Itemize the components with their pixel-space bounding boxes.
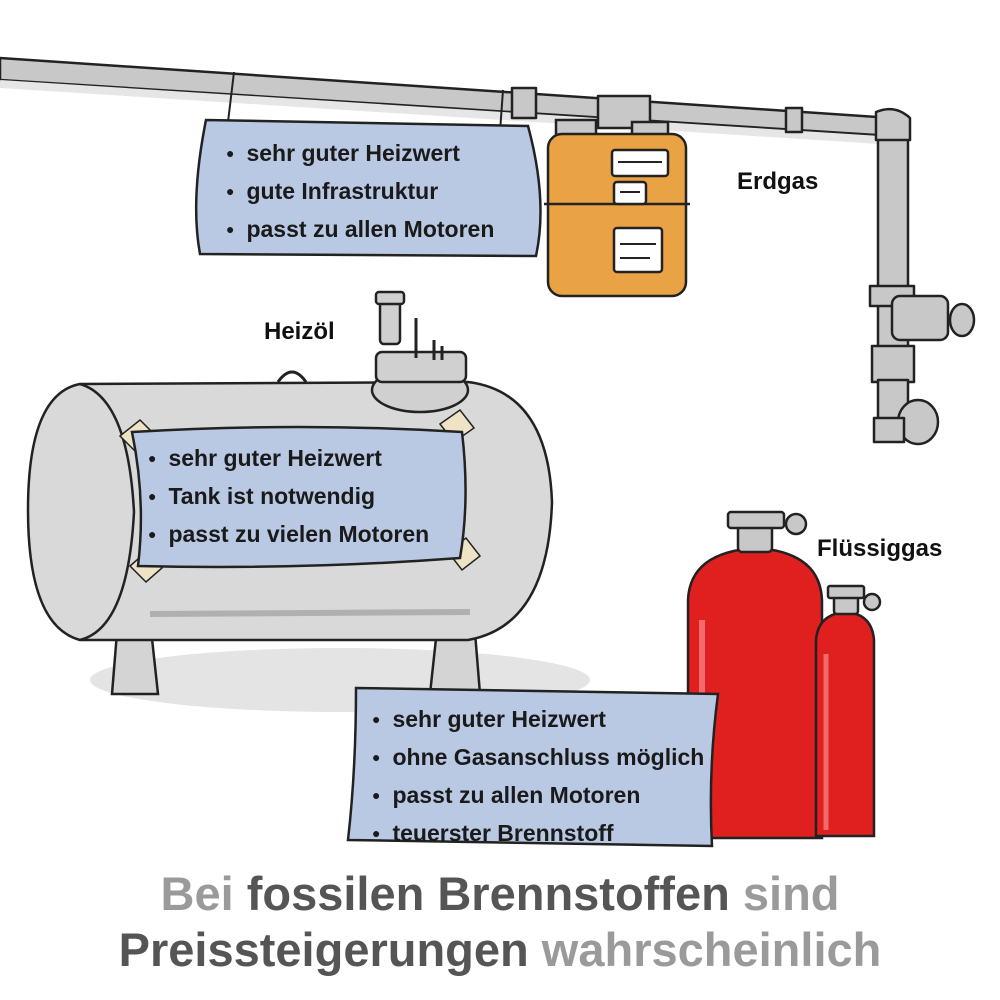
fluessiggas-point: passt zu allen Motoren bbox=[372, 778, 704, 816]
headline-word: wahrscheinlich bbox=[541, 923, 882, 976]
label-fluessiggas: Flüssiggas bbox=[817, 535, 943, 562]
fluessiggas-point: sehr guter Heizwert bbox=[372, 702, 704, 740]
heizoel-sign: sehr guter Heizwert Tank ist notwendig p… bbox=[148, 441, 429, 555]
headline-word: Preissteigerungen bbox=[118, 923, 529, 976]
erdgas-point: sehr guter Heizwert bbox=[226, 136, 494, 174]
gas-cylinders bbox=[686, 510, 882, 840]
headline-line-2: Preissteigerungen wahrscheinlich bbox=[0, 924, 1000, 976]
label-erdgas: Erdgas bbox=[737, 168, 819, 195]
headline-line-1: Bei fossilen Brennstoffen sind bbox=[0, 868, 1000, 920]
heizoel-point: sehr guter Heizwert bbox=[148, 441, 429, 479]
erdgas-point: gute Infrastruktur bbox=[226, 174, 494, 212]
fluessiggas-point: teuerster Brennstoff bbox=[372, 816, 704, 854]
headline-word: fossilen Brennstoffen bbox=[246, 867, 730, 920]
erdgas-point: passt zu allen Motoren bbox=[226, 212, 494, 250]
gas-meter bbox=[544, 118, 690, 298]
fluessiggas-sign: sehr guter Heizwert ohne Gasanschluss mö… bbox=[372, 702, 704, 854]
heizoel-point: Tank ist notwendig bbox=[148, 479, 429, 517]
erdgas-sign: sehr guter Heizwert gute Infrastruktur p… bbox=[226, 136, 494, 250]
headline-word: sind bbox=[742, 867, 840, 920]
fluessiggas-point: ohne Gasanschluss möglich bbox=[372, 740, 704, 778]
headline-word: Bei bbox=[160, 867, 234, 920]
gas-pipe bbox=[0, 56, 976, 446]
heizoel-point: passt zu vielen Motoren bbox=[148, 517, 429, 555]
label-heizoel: Heizöl bbox=[264, 318, 335, 345]
